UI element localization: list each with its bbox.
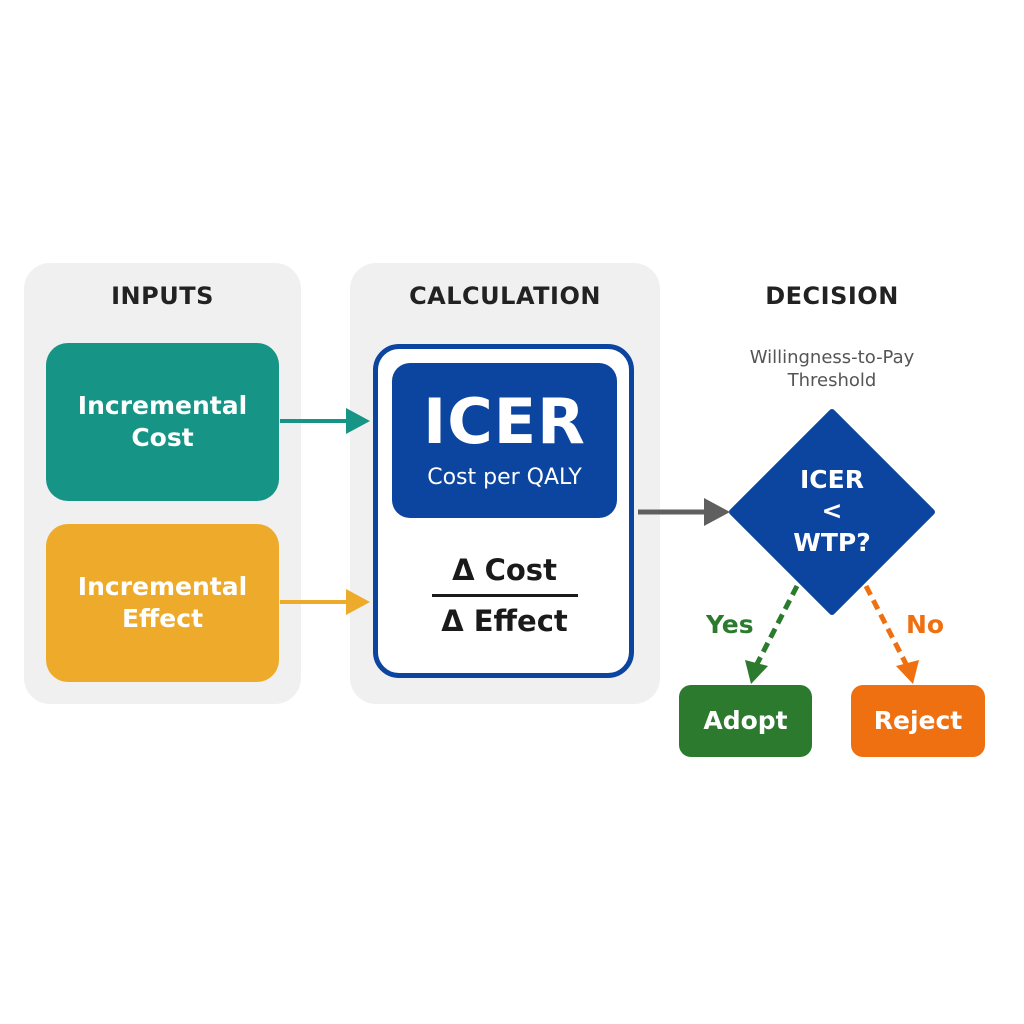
- no-branch-arrow: [863, 584, 919, 684]
- yes-label: Yes: [706, 610, 754, 639]
- wtp-threshold-label: Willingness-to-Pay Threshold: [720, 346, 944, 393]
- calculation-heading: CALCULATION: [409, 282, 601, 310]
- calculation-to-decision-arrow: [638, 498, 730, 526]
- fraction-bar: [432, 594, 578, 597]
- incremental-cost-box: Incremental Cost: [46, 343, 279, 501]
- effect-arrow: [280, 589, 370, 615]
- no-label: No: [906, 610, 945, 639]
- wtp-threshold-line2: Threshold: [787, 370, 877, 392]
- reject-box: Reject: [851, 685, 985, 757]
- incremental-cost-line1: Incremental: [77, 390, 248, 420]
- incremental-effect-box: Incremental Effect: [46, 524, 279, 682]
- incremental-effect-line2: Effect: [121, 604, 204, 633]
- decision-heading: DECISION: [765, 282, 899, 310]
- fraction-numerator: Δ Cost: [452, 553, 557, 587]
- incremental-effect-line1: Incremental: [77, 571, 248, 601]
- incremental-cost-line2: Cost: [131, 423, 194, 452]
- yes-branch-arrow: [745, 584, 800, 684]
- decision-diamond: [729, 409, 935, 615]
- adopt-box: Adopt: [679, 685, 812, 757]
- icer-subtitle: Cost per QALY: [427, 465, 582, 490]
- decision-question-line2: <: [821, 496, 843, 526]
- inputs-heading: INPUTS: [111, 282, 214, 310]
- decision-question: ICER < WTP?: [761, 464, 903, 558]
- icer-title: ICER: [423, 385, 586, 458]
- wtp-threshold-line1: Willingness-to-Pay: [749, 347, 915, 368]
- cost-arrow: [280, 408, 370, 434]
- decision-question-line3: WTP?: [793, 527, 871, 557]
- fraction-denominator: Δ Effect: [441, 604, 568, 638]
- icer-title-box: ICER Cost per QALY: [392, 363, 617, 518]
- decision-question-line1: ICER: [800, 465, 864, 494]
